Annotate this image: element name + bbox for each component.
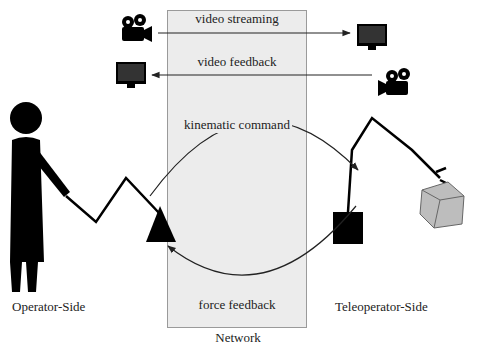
- robot-base: [333, 212, 363, 244]
- signal-arrow: [150, 33, 372, 275]
- signal-label: force feedback: [197, 298, 278, 313]
- haptic-device: [66, 178, 160, 222]
- side-label: Operator-Side: [10, 300, 87, 315]
- operator-figure: [10, 102, 70, 292]
- network-title: Network: [215, 331, 261, 346]
- signal-label: video feedback: [195, 55, 278, 70]
- signal-label: kinematic command: [182, 118, 292, 133]
- rock-object: [420, 182, 464, 228]
- side-label: Teleoperator-Side: [333, 300, 430, 315]
- monitor-icon: [357, 24, 387, 50]
- monitor-icon: [116, 62, 146, 88]
- signal-label: video streaming: [193, 12, 280, 27]
- camera-icon: [122, 14, 152, 42]
- device-base: [146, 206, 176, 242]
- camera-icon: [378, 68, 410, 96]
